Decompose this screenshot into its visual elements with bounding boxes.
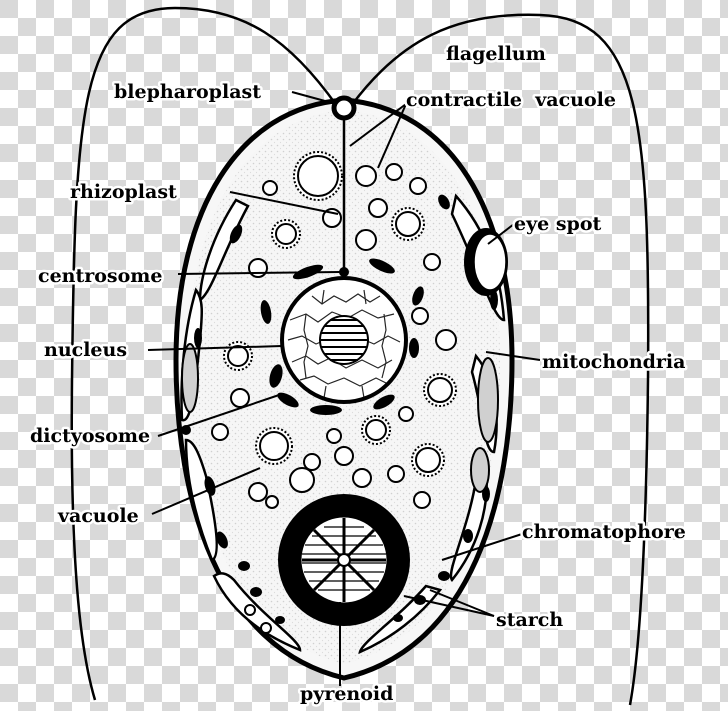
label-starch: starch bbox=[496, 609, 563, 631]
label-chromatophore: chromatophore bbox=[522, 521, 686, 543]
pyrenoid bbox=[278, 494, 410, 626]
nucleus bbox=[280, 276, 408, 404]
eye-spot bbox=[464, 228, 508, 296]
label-mitochondria: mitochondria bbox=[542, 351, 685, 373]
flagellum-left bbox=[70, 6, 339, 701]
blepharoplast bbox=[331, 95, 357, 121]
nucleolus-hatching bbox=[320, 319, 368, 361]
leader-lines bbox=[147, 91, 541, 686]
label-contractile-vacuole: contractile vacuole bbox=[406, 89, 616, 111]
label-rhizoplast: rhizoplast bbox=[70, 181, 177, 203]
label-dictyosome: dictyosome bbox=[30, 425, 150, 447]
vacuoles bbox=[211, 151, 457, 634]
label-pyrenoid: pyrenoid bbox=[300, 683, 393, 705]
mitochondria-group bbox=[181, 343, 499, 493]
flagellum-right bbox=[349, 13, 650, 706]
centrosome-dot bbox=[339, 267, 349, 277]
label-blepharoplast: blepharoplast bbox=[114, 81, 261, 103]
label-centrosome: centrosome bbox=[38, 265, 163, 287]
label-flagellum: flagellum bbox=[446, 43, 546, 65]
label-vacuole: vacuole bbox=[57, 505, 139, 527]
label-eye-spot: eye spot bbox=[514, 213, 601, 235]
label-nucleus: nucleus bbox=[44, 339, 127, 361]
